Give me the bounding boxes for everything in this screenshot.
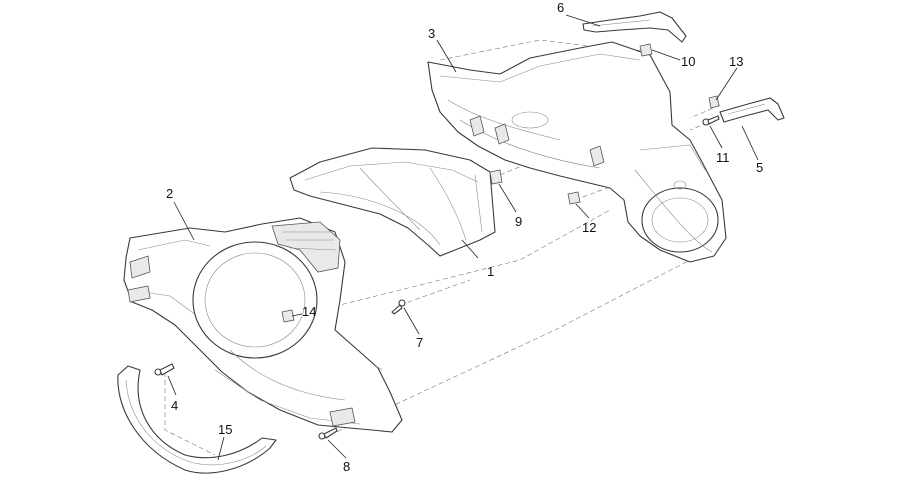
callout-1: 1 (487, 264, 494, 279)
callout-4: 4 (171, 398, 178, 413)
callout-8: 8 (343, 459, 350, 474)
callout-3: 3 (428, 26, 435, 41)
leader-lines (167, 14, 759, 461)
clip-12 (567, 191, 581, 205)
callout-6: 6 (557, 0, 564, 15)
callout-2: 2 (166, 186, 173, 201)
upper-cover-panel (289, 147, 496, 257)
screw-8 (318, 427, 338, 440)
front-handlebar-cover (123, 217, 403, 433)
screw-7 (391, 299, 406, 315)
callout-9: 9 (515, 214, 522, 229)
callout-12: 12 (582, 220, 596, 235)
clip-10 (639, 43, 653, 57)
right-trim-piece (719, 97, 785, 123)
upper-trim-piece (582, 11, 687, 43)
callout-14: 14 (302, 304, 316, 319)
lower-trim-arc (117, 365, 277, 474)
callout-13: 13 (729, 54, 743, 69)
callout-11: 11 (716, 150, 730, 165)
screw-11 (702, 115, 720, 126)
rear-handlebar-cover (427, 41, 727, 263)
callout-7: 7 (416, 335, 423, 350)
callout-15: 15 (218, 422, 232, 437)
callout-5: 5 (756, 160, 763, 175)
clip-9 (489, 169, 503, 185)
callout-labels: 1 2 3 4 5 6 7 8 9 10 11 12 13 14 15 (166, 0, 763, 474)
clip-14 (281, 309, 295, 323)
screw-4 (154, 363, 175, 376)
callout-10: 10 (681, 54, 695, 69)
